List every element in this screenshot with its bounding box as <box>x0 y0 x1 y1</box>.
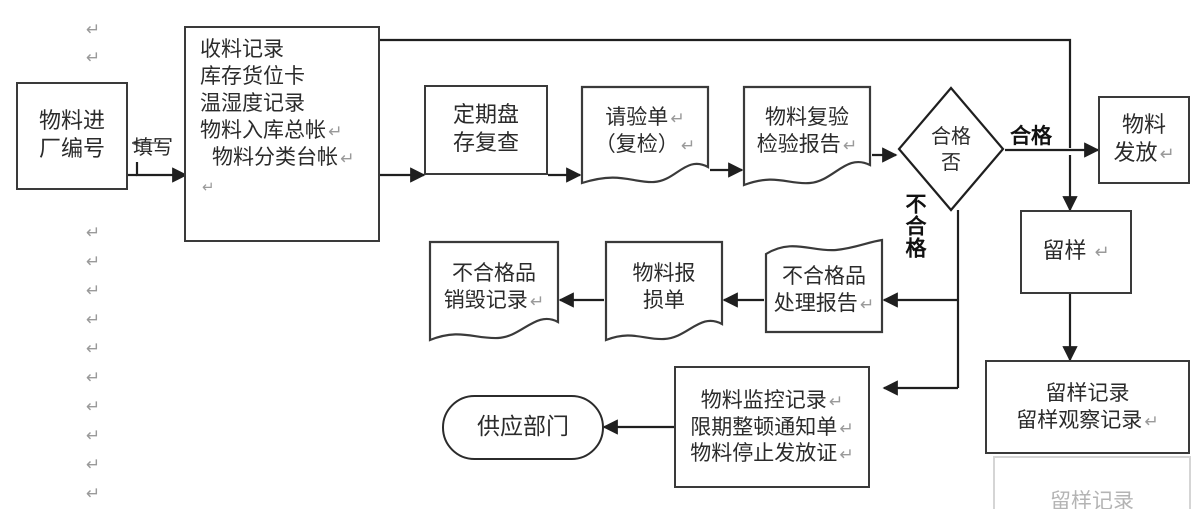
node-monitor-records-line-1-wrap: 限期整顿通知单↵ <box>690 414 853 441</box>
node-reinspection-report[interactable]: 物料复验 检验报告↵ <box>742 85 872 190</box>
paragraph-mark-icon: ↵ <box>86 281 101 301</box>
node-material-loss-line-1: 损单 <box>643 287 685 312</box>
edge-label-fill-in: 填写 <box>133 135 173 159</box>
node-nonconform-report[interactable]: 不合格品 处理报告↵ <box>764 236 884 334</box>
node-monitor-records-line-2: 物料停止发放证 <box>690 441 838 466</box>
paragraph-mark-icon: ↵ <box>86 426 101 446</box>
paragraph-mark-icon: ↵ <box>839 445 854 466</box>
node-material-entry-line-0: 物料进 <box>38 108 105 134</box>
paragraph-mark-icon: ↵ <box>86 484 101 504</box>
edge-label-qualified: 合格 <box>1010 124 1052 148</box>
paragraph-mark-icon: ↵ <box>842 135 858 156</box>
paragraph-mark-icon: ↵ <box>86 397 101 417</box>
paragraph-mark-icon: ↵ <box>340 148 355 169</box>
node-inspection-request-line-0-wrap: 请验单↵ <box>605 104 684 131</box>
edge-label-unqualified: 不合格 <box>903 193 927 259</box>
node-retain-records-line-1-wrap: 留样观察记录↵ <box>1016 407 1158 434</box>
node-inspection-request[interactable]: 请验单↵ （复检）↵ <box>580 85 710 190</box>
node-material-loss-text: 物料报 损单 <box>633 260 696 314</box>
node-receiving-records[interactable]: 收料记录 库存货位卡 温湿度记录 物料入库总帐↵ 物料分类台帐↵ ↵ <box>184 26 380 242</box>
paragraph-mark-icon: ↵ <box>328 121 343 142</box>
node-receiving-records-line-1: 库存货位卡 <box>200 63 305 88</box>
node-retain-records-line-1: 留样观察记录 <box>1016 408 1143 432</box>
node-retain-records-partial[interactable]: 留样记录 <box>993 456 1191 509</box>
paragraph-mark-icon: ↵ <box>86 455 101 475</box>
paragraph-mark-icon: ↵ <box>1159 144 1175 165</box>
node-retain-sample-line-0-wrap: 留样 ↵ <box>1042 238 1109 266</box>
paragraph-mark-icon: ↵ <box>839 418 854 439</box>
node-monitor-records-line-0-wrap: 物料监控记录↵ <box>701 387 843 414</box>
node-inspection-request-line-1-wrap: （复检）↵ <box>595 131 695 158</box>
node-periodic-check-line-0: 定期盘 <box>452 102 519 128</box>
node-inspection-request-line-0: 请验单 <box>605 104 669 129</box>
node-retain-records-partial-line-0: 留样记录 <box>1050 488 1134 509</box>
node-receiving-records-line-4-wrap: 物料分类台帐↵ <box>200 144 354 171</box>
paragraph-mark-icon: ↵ <box>86 252 101 272</box>
paragraph-mark-icon: ↵ <box>1144 412 1159 432</box>
node-decision-line-1: 否 <box>941 150 961 174</box>
node-decision-line-0: 合格 <box>931 124 971 148</box>
node-reinspection-report-line-1: 检验报告 <box>756 131 841 156</box>
node-destroy-record-line-1: 销毁记录 <box>443 287 528 312</box>
node-destroy-record-text: 不合格品 销毁记录↵ <box>444 260 544 314</box>
paragraph-mark-icon: ↵ <box>202 178 215 197</box>
node-decision-label: 合格 否 <box>931 123 971 175</box>
node-supply-department[interactable]: 供应部门 <box>442 395 604 460</box>
document-shape-icon <box>428 240 560 342</box>
node-retain-records[interactable]: 留样记录 留样观察记录↵ <box>985 360 1190 454</box>
paragraph-mark-icon: ↵ <box>680 135 696 156</box>
node-material-issue[interactable]: 物料 发放↵ <box>1098 96 1190 184</box>
paragraph-mark-icon: ↵ <box>86 368 101 388</box>
node-periodic-check-line-1: 存复查 <box>452 131 519 156</box>
node-inspection-request-line-1: （复检） <box>594 131 679 156</box>
node-nonconform-report-text: 不合格品 处理报告↵ <box>774 263 874 317</box>
paragraph-mark-icon: ↵ <box>86 310 101 330</box>
paragraph-mark-icon: ↵ <box>859 295 875 315</box>
node-material-issue-line-1-wrap: 发放↵ <box>1113 140 1174 168</box>
node-reinspection-report-line-1-wrap: 检验报告↵ <box>757 131 857 158</box>
node-material-loss-line-0: 物料报 <box>632 260 696 285</box>
node-material-issue-line-1: 发放 <box>1113 141 1158 166</box>
node-nonconform-report-line-0: 不合格品 <box>781 264 866 289</box>
node-material-entry[interactable]: 物料进 厂编号 <box>16 82 128 190</box>
node-nonconform-report-line-1: 处理报告 <box>773 291 858 315</box>
document-shape-icon <box>764 238 884 334</box>
node-receiving-records-line-3: 物料入库总帐 <box>200 117 326 142</box>
node-monitor-records-line-2-wrap: 物料停止发放证↵ <box>690 440 853 467</box>
node-receiving-records-line-0: 收料记录 <box>200 37 284 61</box>
node-inspection-request-text: 请验单↵ （复检）↵ <box>595 104 695 158</box>
node-periodic-check[interactable]: 定期盘 存复查 <box>424 85 548 175</box>
node-destroy-record-line-0: 不合格品 <box>451 260 536 285</box>
paragraph-mark-icon: ↵ <box>1094 241 1110 263</box>
node-material-loss[interactable]: 物料报 损单 <box>604 240 724 345</box>
node-material-entry-line-1: 厂编号 <box>38 137 105 162</box>
node-retain-sample[interactable]: 留样 ↵ <box>1020 210 1132 294</box>
paragraph-mark-icon: ↵ <box>529 291 545 312</box>
diamond-shape-icon <box>897 86 1005 212</box>
node-retain-records-partial-clip: 留样记录 <box>993 456 1193 509</box>
node-reinspection-report-line-0: 物料复验 <box>764 104 849 129</box>
node-nonconform-report-line-1-wrap: 处理报告↵ <box>774 290 874 317</box>
paragraph-mark-icon: ↵ <box>828 391 844 412</box>
node-destroy-record[interactable]: 不合格品 销毁记录↵ <box>428 240 560 345</box>
node-reinspection-report-text: 物料复验 检验报告↵ <box>757 104 857 158</box>
node-retain-sample-line-0: 留样 <box>1042 238 1087 264</box>
node-supply-department-line-0: 供应部门 <box>477 413 569 440</box>
node-receiving-records-line-4: 物料分类台帐 <box>212 144 338 169</box>
paragraph-mark-icon: ↵ <box>670 108 685 129</box>
node-material-issue-line-0: 物料 <box>1121 112 1166 138</box>
paragraph-mark-icon: ↵ <box>86 223 101 243</box>
paragraph-mark-icon: ↵ <box>86 48 101 68</box>
node-decision-qualified[interactable]: 合格 否 <box>896 85 1006 213</box>
node-receiving-records-line-3-wrap: 物料入库总帐↵ <box>200 117 342 144</box>
node-monitor-records[interactable]: 物料监控记录↵ 限期整顿通知单↵ 物料停止发放证↵ <box>674 366 870 488</box>
node-destroy-record-line-1-wrap: 销毁记录↵ <box>444 287 544 314</box>
node-retain-records-line-0: 留样记录 <box>1045 381 1130 406</box>
paragraph-mark-icon: ↵ <box>86 20 101 40</box>
paragraph-mark-icon: ↵ <box>86 339 101 359</box>
node-monitor-records-line-0: 物料监控记录 <box>700 387 827 412</box>
document-shape-icon <box>604 240 724 342</box>
node-monitor-records-line-1: 限期整顿通知单 <box>690 414 838 439</box>
node-receiving-records-line-2: 温湿度记录 <box>200 90 305 115</box>
